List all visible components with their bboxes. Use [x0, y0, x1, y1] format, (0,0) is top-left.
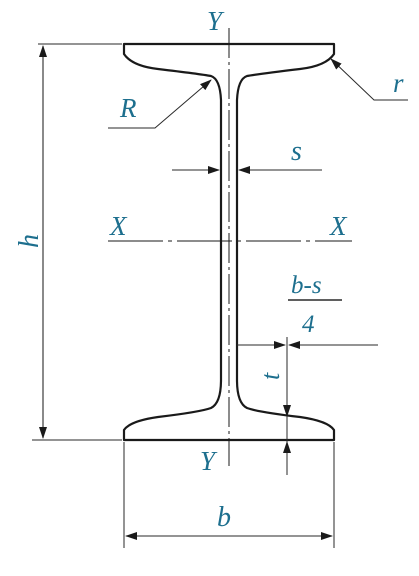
- root-radius-label: R: [119, 93, 137, 123]
- toe-radius-label: r: [393, 68, 404, 98]
- fraction-numerator: b-s: [291, 272, 322, 299]
- axis-x-right-label: X: [329, 211, 348, 241]
- flange-thickness-label: t: [256, 372, 285, 380]
- toe-radius-leader: [330, 58, 408, 101]
- axis-y-top-label: Y: [207, 6, 225, 36]
- fraction-denominator: 4: [302, 311, 315, 338]
- axis-x-left-label: X: [109, 211, 128, 241]
- root-radius-leader: [108, 79, 212, 129]
- i-beam-profile: [122, 42, 336, 442]
- height-label: h: [14, 234, 45, 248]
- width-label: b: [217, 502, 231, 533]
- web-thickness-label: s: [291, 136, 302, 167]
- axis-y-bottom-label: Y: [200, 446, 218, 476]
